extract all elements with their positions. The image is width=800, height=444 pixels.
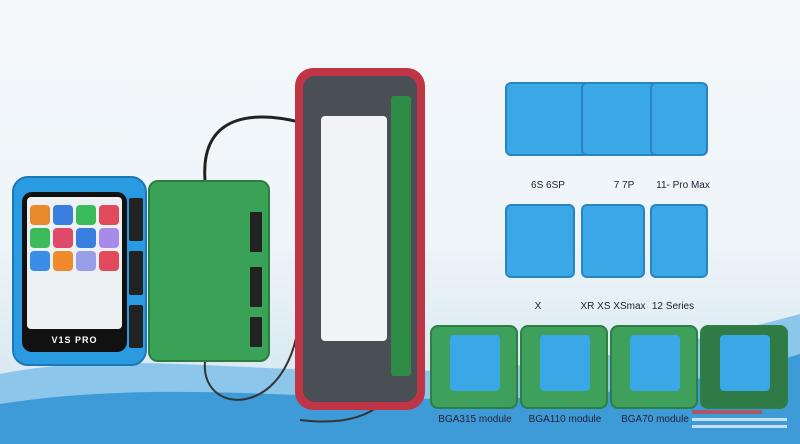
module-label: BGA315 module [438,414,512,425]
fixture-label: 6S 6SP [531,180,565,191]
iphone-open [295,68,425,410]
programmer-device: V1S PRO [12,176,147,366]
fixture-label: 12 Series [651,301,695,312]
fixture-label: 7 7P [613,180,635,191]
fixture [650,82,708,156]
fixture [650,204,708,278]
module-label: BGA70 module [621,414,689,425]
device-screen: V1S PRO [22,192,127,352]
module-note [692,410,792,428]
device-ports [129,198,143,348]
fixture [505,204,575,278]
programmer-board [148,180,270,362]
module-board [520,325,608,409]
module-board [700,325,788,409]
module-board [430,325,518,409]
device-brand: V1S PRO [51,335,98,345]
fixture [581,204,645,278]
fixture-label: 11- Pro Max [656,180,710,191]
module-label: BGA110 module [528,414,602,425]
battery [321,116,387,341]
fixture-label: X [534,301,542,312]
module-board [610,325,698,409]
fixture-label: XR XS XSmax [580,301,646,312]
logic-board [391,96,411,376]
fixture [505,82,591,156]
